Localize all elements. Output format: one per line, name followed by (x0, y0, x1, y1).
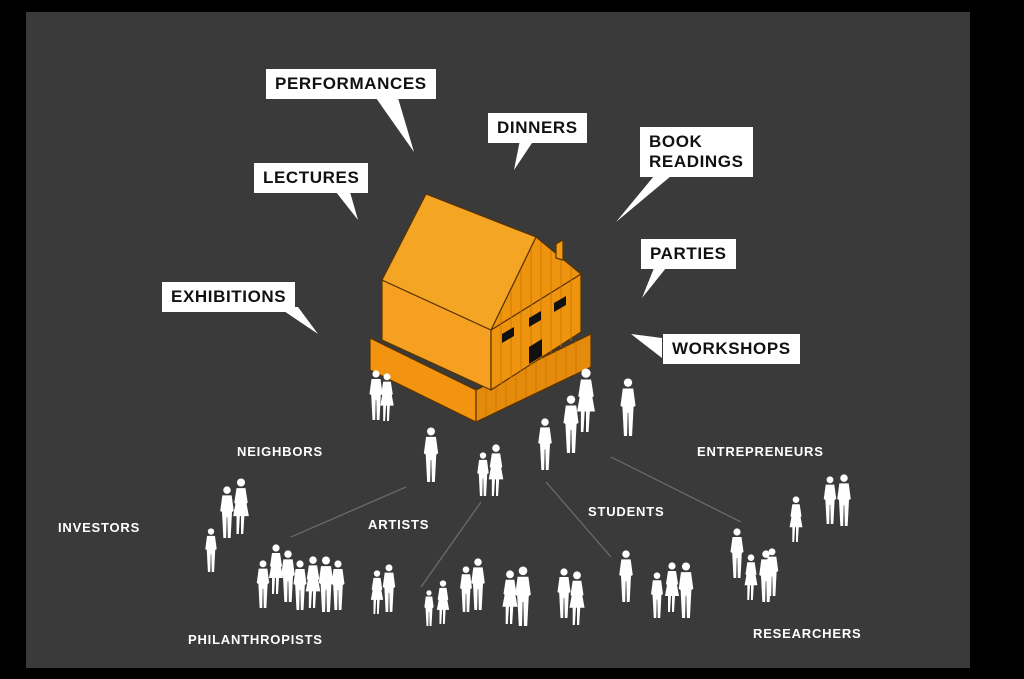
group-entrepreneurs: ENTREPRENEURS (697, 444, 824, 459)
person-silhouette-icon (557, 568, 571, 618)
person-silhouette-icon (205, 528, 217, 572)
person-silhouette-icon (233, 478, 249, 534)
person-silhouette-icon (370, 570, 384, 614)
person-silhouette-icon (331, 560, 345, 610)
bubble-performances: PERFORMANCES (266, 69, 436, 99)
person-silhouette-icon (515, 566, 531, 626)
connector-lines (290, 456, 742, 588)
person-silhouette-icon (563, 395, 579, 453)
person-silhouette-icon (369, 370, 383, 420)
connector-investors (290, 486, 407, 538)
bubble-dinners: DINNERS (488, 113, 587, 143)
house-diagram (205, 98, 851, 626)
connector-students (545, 481, 612, 558)
person-silhouette-icon (477, 452, 489, 496)
bubble-workshops: WORKSHOPS (663, 334, 800, 364)
person-silhouette-icon (256, 560, 270, 608)
person-silhouette-icon (620, 378, 636, 436)
person-silhouette-icon (765, 548, 779, 596)
group-investors: INVESTORS (58, 520, 141, 535)
bubble-parties: PARTIES (641, 239, 736, 269)
house-door (529, 339, 542, 364)
group-artists: ARTISTS (368, 517, 430, 532)
connector-artists (420, 501, 482, 588)
person-silhouette-icon (424, 590, 434, 626)
group-philanthropists: PHILANTHROPISTS (188, 632, 323, 647)
person-silhouette-icon (538, 418, 552, 470)
person-silhouette-icon (619, 550, 633, 602)
person-silhouette-icon (789, 496, 803, 542)
house-icon (369, 193, 592, 423)
group-neighbors: NEIGHBORS (237, 444, 323, 459)
person-silhouette-icon (488, 444, 504, 496)
bubble-lectures: LECTURES (254, 163, 369, 193)
person-silhouette-icon (471, 558, 485, 610)
person-silhouette-icon (744, 554, 758, 600)
person-silhouette-icon (577, 368, 595, 432)
connector-researchers (610, 456, 742, 523)
bubble-tails (278, 98, 671, 358)
person-silhouette-icon (281, 550, 295, 602)
house-roof (381, 193, 537, 331)
person-silhouette-icon (318, 556, 334, 612)
person-silhouette-icon (305, 556, 321, 608)
person-silhouette-icon (823, 476, 837, 524)
house-chimney (555, 239, 564, 261)
person-silhouette-icon (651, 572, 663, 618)
person-silhouette-icon (293, 560, 307, 610)
bubble-exhibitions: EXHIBITIONS (162, 282, 296, 312)
group-students: STUDENTS (588, 504, 665, 519)
person-silhouette-icon (569, 571, 585, 625)
person-silhouette-icon (269, 544, 283, 594)
person-silhouette-icon (837, 474, 851, 526)
person-silhouette-icon (678, 562, 694, 618)
person-silhouette-icon (665, 562, 679, 612)
people-crowd (205, 368, 851, 626)
bubble-book-readings: BOOK READINGS (640, 127, 753, 177)
person-silhouette-icon (460, 566, 472, 612)
person-silhouette-icon (502, 570, 518, 624)
person-silhouette-icon (380, 373, 394, 421)
group-researchers: RESEARCHERS (753, 626, 862, 641)
person-silhouette-icon (436, 580, 450, 624)
person-silhouette-icon (423, 427, 439, 482)
person-silhouette-icon (730, 528, 744, 578)
person-silhouette-icon (220, 486, 234, 538)
house-windows (502, 296, 566, 364)
diagram-slide: PERFORMANCES DINNERS BOOK READINGS LECTU… (26, 12, 970, 668)
person-silhouette-icon (382, 564, 396, 612)
